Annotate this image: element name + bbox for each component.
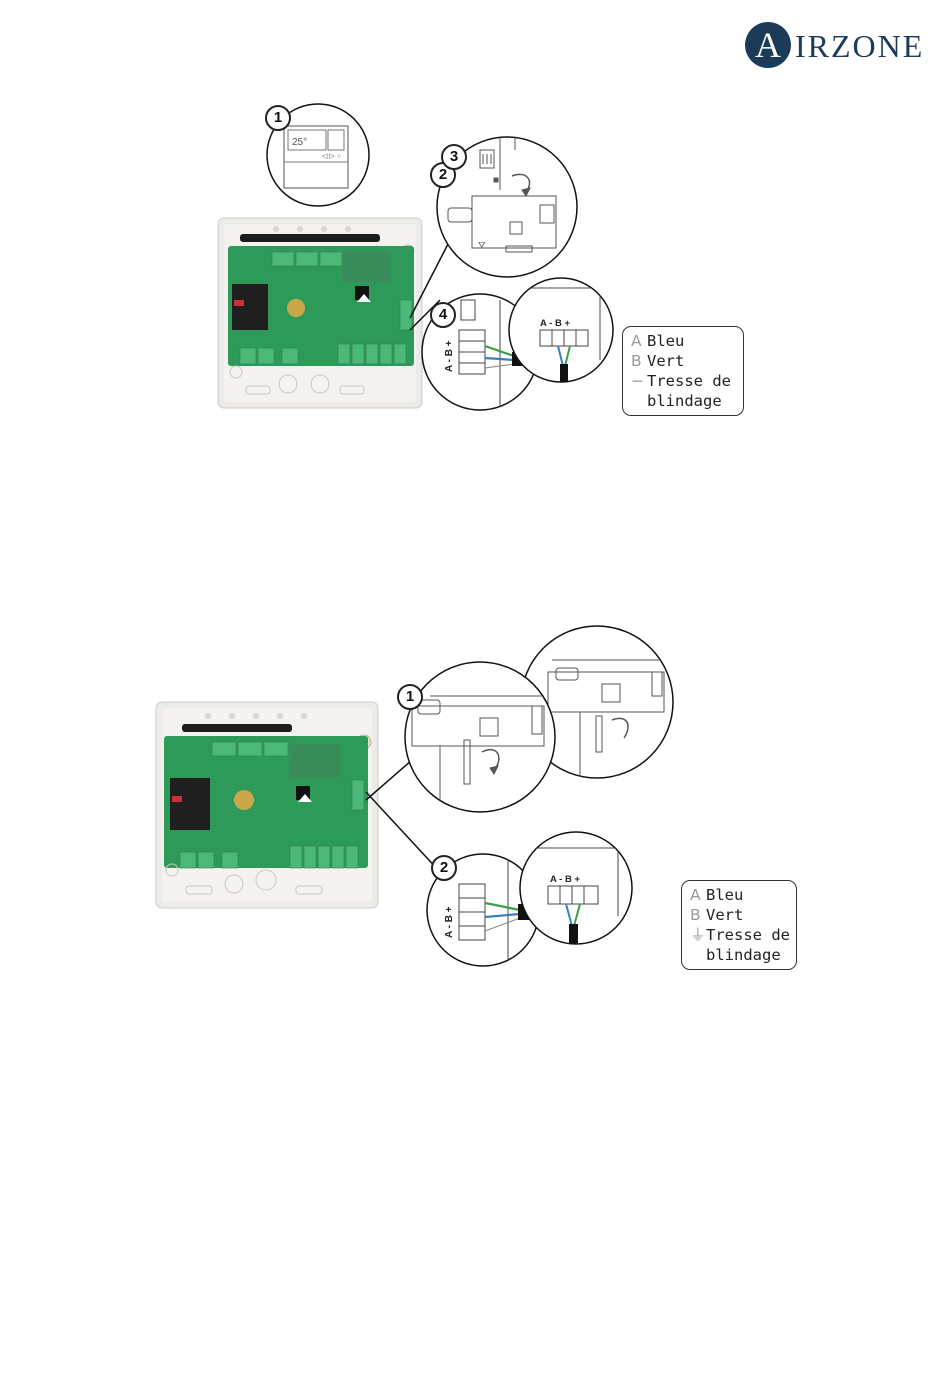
- legend-row-shield: −Tresse de: [631, 371, 737, 391]
- detail-board-a: [405, 662, 555, 820]
- step-badge-4: 4: [430, 302, 456, 328]
- svg-text:◁ ▷ ○: ◁ ▷ ○: [322, 153, 341, 160]
- antenna-2: [182, 724, 292, 732]
- power-module: [232, 284, 268, 330]
- connector-pin-label-2: A - B +: [444, 906, 455, 938]
- terminal-pin-label-2: A - B +: [550, 874, 580, 885]
- legend2-row-shield: ⏚Tresse de: [690, 925, 790, 945]
- step-badge-fig2-2: 2: [431, 855, 457, 881]
- svg-text:⛛: ⛛: [478, 240, 486, 250]
- antenna: [240, 234, 380, 242]
- step-badge-1: 1: [265, 105, 291, 131]
- detail-terminal-block-2: A - B +: [520, 832, 632, 946]
- detail-terminal-block: A - B +: [509, 278, 613, 384]
- terminal-pin-label: A - B +: [540, 318, 570, 329]
- thermostat-temperature: 25°: [292, 137, 307, 148]
- control-board-case: [218, 218, 422, 408]
- power-module-2: [170, 778, 210, 830]
- legend2-row-shield-cont: blindage: [690, 945, 790, 965]
- connector-pin-label: A - B +: [444, 340, 455, 372]
- step-badge-3: 3: [441, 144, 467, 170]
- terminal-row-top: [272, 252, 342, 266]
- step-badge-fig2-1: 1: [397, 684, 423, 710]
- control-board-case-2: [156, 702, 378, 908]
- legend-row-shield-cont: blindage: [631, 391, 737, 411]
